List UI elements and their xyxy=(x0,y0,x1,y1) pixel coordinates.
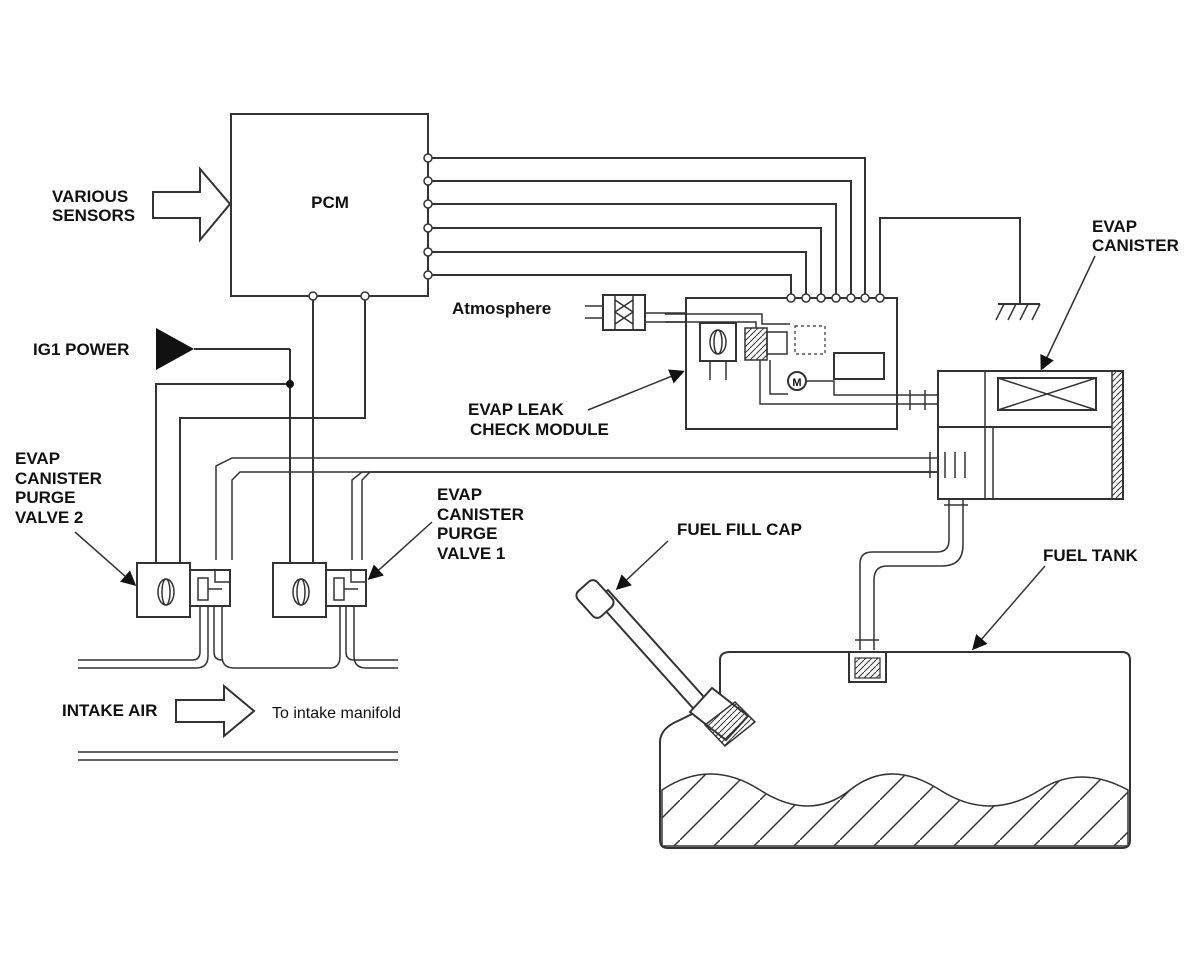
module-canister-link xyxy=(897,390,938,410)
fuel-filler-neck: FUEL FILL CAP xyxy=(575,520,802,748)
ground-wire xyxy=(879,217,1041,321)
evap-leak-label-1: EVAP LEAK xyxy=(468,400,564,419)
fuel-tank: FUEL TANK xyxy=(659,546,1138,849)
solenoid-icon xyxy=(699,322,737,362)
evap-leak-label-group: EVAP LEAK CHECK MODULE xyxy=(468,369,685,439)
tank-hose xyxy=(855,499,968,650)
pcm-label: PCM xyxy=(311,193,349,212)
valve-control-wires xyxy=(179,291,370,570)
purge2-label-4: VALVE 2 xyxy=(15,508,83,527)
purge1-label-3: PURGE xyxy=(437,524,497,543)
atmosphere-label: Atmosphere xyxy=(452,299,551,318)
purge1-label-2: CANISTER xyxy=(437,505,524,524)
to-intake-label: To intake manifold xyxy=(272,705,401,722)
various-sensors-arrow: VARIOUS SENSORS xyxy=(52,166,232,243)
purge-valve-2: EVAP CANISTER PURGE VALVE 2 xyxy=(15,449,231,618)
purge2-label-2: CANISTER xyxy=(15,469,102,488)
evap-canister: EVAP CANISTER xyxy=(937,217,1179,500)
pcm-output-wires xyxy=(423,153,866,298)
purge2-label-1: EVAP xyxy=(15,449,60,468)
evap-leak-label-2: CHECK MODULE xyxy=(470,420,609,439)
intake-air-arrow: INTAKE AIR To intake manifold xyxy=(62,683,401,739)
fuel-fill-cap-label: FUEL FILL CAP xyxy=(677,520,802,539)
evap-leak-check-module: M xyxy=(665,293,898,430)
intake-pipe xyxy=(78,606,398,761)
motor-symbol: M xyxy=(792,377,801,389)
intake-air-label: INTAKE AIR xyxy=(62,701,157,720)
evap-canister-label-2: CANISTER xyxy=(1092,236,1179,255)
ig1-power-label: IG1 POWER xyxy=(33,340,129,359)
purge1-label-1: EVAP xyxy=(437,485,482,504)
purge2-label-3: PURGE xyxy=(15,488,75,507)
atmosphere-filter: Atmosphere xyxy=(452,294,686,331)
various-sensors-label-1: VARIOUS xyxy=(52,187,128,206)
fuel-tank-label: FUEL TANK xyxy=(1043,546,1138,565)
purge1-label-4: VALVE 1 xyxy=(437,544,505,563)
ig1-power: IG1 POWER xyxy=(33,328,294,570)
evap-canister-label-1: EVAP xyxy=(1092,217,1137,236)
purge-valve-1: EVAP CANISTER PURGE VALVE 1 xyxy=(272,485,524,618)
pcm-box: PCM xyxy=(230,113,429,297)
various-sensors-label-2: SENSORS xyxy=(52,206,135,225)
purge-lines xyxy=(215,452,966,560)
